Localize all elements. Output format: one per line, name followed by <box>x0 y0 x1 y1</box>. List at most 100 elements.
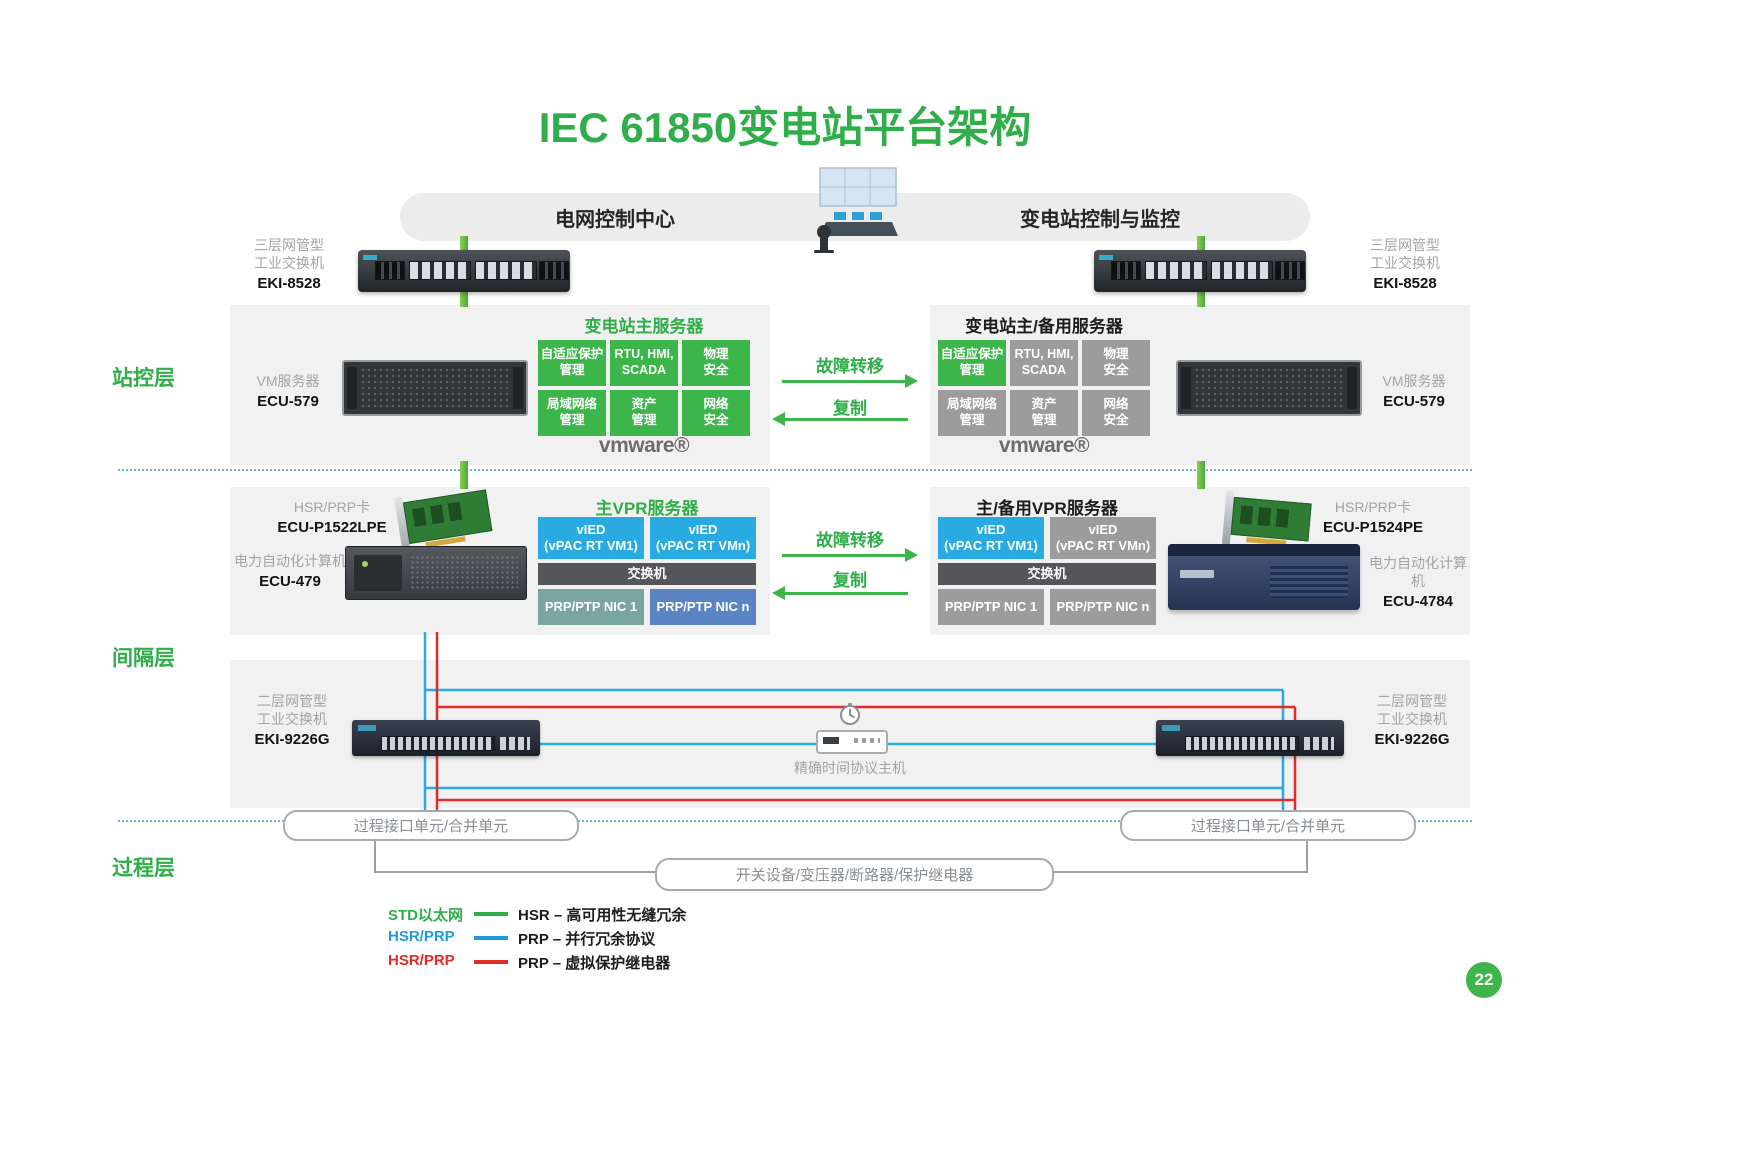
ptp-ports <box>854 738 880 743</box>
nic1-box: PRP/PTP NIC 1 <box>538 589 644 625</box>
grid-cell: 自适应保护 管理 <box>538 340 606 386</box>
server-bezel <box>513 367 523 409</box>
page-title: IEC 61850变电站平台架构 <box>538 104 1032 151</box>
replicate-label: 复制 <box>833 571 867 590</box>
rj45-ports <box>1185 736 1299 751</box>
vm-server-right-label: VM服务器 ECU-579 <box>1364 372 1464 412</box>
failover-label: 故障转移 <box>816 357 884 376</box>
device-desc: HSR/PRP卡 <box>1334 499 1412 515</box>
vied-vm1-box: vIED (vPAC RT VM1) <box>938 517 1044 559</box>
server-grille <box>1194 367 1344 409</box>
vied-vmn-box: vIED (vPAC RT VMn) <box>1050 517 1156 559</box>
green-connector <box>460 236 468 254</box>
ptp-host-image <box>816 730 888 754</box>
power-pc-right-image <box>1168 544 1360 610</box>
device-model: ECU-579 <box>257 393 319 411</box>
device-desc: 二层网管型 <box>1377 693 1447 709</box>
server-led <box>362 561 368 567</box>
vmware-logo: vmware® <box>598 434 690 457</box>
device-model: ECU-P1524PE <box>1322 519 1424 537</box>
l3-switch-right-label: 三层网管型 工业交换机 EKI-8528 <box>1352 236 1458 294</box>
clock-icon <box>840 703 860 725</box>
vm-server-left-image <box>342 360 528 416</box>
l2-switch-left-image <box>352 720 540 756</box>
device-model: ECU-P1522LPE <box>277 519 387 537</box>
grid-control-center-label: 电网控制中心 <box>555 208 675 231</box>
device-desc: VM服务器 <box>256 373 320 389</box>
substation-primary-title: 变电站主服务器 <box>584 317 704 336</box>
sfp-ports <box>375 261 405 280</box>
switch-logo <box>363 255 377 260</box>
process-connector-left <box>374 836 658 873</box>
server-grille <box>410 555 518 591</box>
grid-cell: 物理 安全 <box>682 340 750 386</box>
device-desc: 工业交换机 <box>254 255 324 272</box>
grid-cell: RTU, HMI, SCADA <box>1010 340 1078 386</box>
device-model: ECU-4784 <box>1382 593 1454 611</box>
switch-bar: 交换机 <box>538 563 756 585</box>
legend-term-hsrprp-2: HSR/PRP <box>388 952 455 969</box>
grid-cell: 局域网络 管理 <box>538 390 606 436</box>
l2-switch-left-label: 二层网管型 工业交换机 EKI-9226G <box>240 692 344 750</box>
switch-logo <box>1162 725 1180 731</box>
vpr-primary-title: 主VPR服务器 <box>595 499 699 518</box>
device-desc: 电力自动化计算机 <box>1369 555 1467 590</box>
nicn-box: PRP/PTP NIC n <box>650 589 756 625</box>
device-model: ECU-479 <box>259 573 321 591</box>
grid-cell: RTU, HMI, SCADA <box>610 340 678 386</box>
l3-switch-left-image <box>358 250 570 292</box>
server-bezel <box>1181 367 1191 409</box>
green-connector <box>1197 236 1205 254</box>
rj45-ports <box>1211 261 1273 280</box>
substation-primary-grid: 自适应保护 管理 RTU, HMI, SCADA 物理 安全 局域网络 管理 资… <box>538 340 750 436</box>
ptp-tag <box>823 737 839 744</box>
grid-cell: 自适应保护 管理 <box>938 340 1006 386</box>
nic1-box: PRP/PTP NIC 1 <box>938 589 1044 625</box>
substation-standby-title: 变电站主/备用服务器 <box>965 317 1123 336</box>
server-bezel <box>347 367 357 409</box>
vmware-logo: vmware® <box>998 434 1090 457</box>
grid-cell: 网络 安全 <box>682 390 750 436</box>
grid-cell: 物理 安全 <box>1082 340 1150 386</box>
separator-bay-process <box>118 820 1472 822</box>
process-interface-pill-left: 过程接口单元/合并单元 <box>283 810 579 841</box>
vm-server-left-label: VM服务器 ECU-579 <box>238 372 338 412</box>
separator-station-bay <box>118 469 1472 471</box>
nicn-box: PRP/PTP NIC n <box>1050 589 1156 625</box>
substation-standby-grid: 自适应保护 管理 RTU, HMI, SCADA 物理 安全 局域网络 管理 资… <box>938 340 1150 436</box>
replicate-arrow <box>772 412 908 426</box>
grid-cell: 局域网络 管理 <box>938 390 1006 436</box>
failover-label: 故障转移 <box>816 531 884 550</box>
l3-switch-left-label: 三层网管型 工业交换机 EKI-8528 <box>236 236 342 294</box>
hsr-card-right-image <box>1221 490 1316 552</box>
device-model: EKI-8528 <box>257 275 321 293</box>
failover-arrow <box>782 548 918 562</box>
legend-desc-hsr: HSR – 高可用性无缝冗余 <box>518 907 687 924</box>
failover-arrow <box>782 374 918 388</box>
uplink-ports <box>1304 737 1334 750</box>
legend-desc-prp1: PRP – 并行冗余协议 <box>518 931 656 948</box>
device-model: ECU-579 <box>1383 393 1445 411</box>
vied-vmn-box: vIED (vPAC RT VMn) <box>650 517 756 559</box>
legend-desc-prp2: PRP – 虚拟保护继电器 <box>518 955 671 972</box>
device-desc: 三层网管型 <box>1370 237 1440 253</box>
sfp-ports <box>539 261 569 280</box>
legend-term-std: STD以太网 <box>388 907 464 924</box>
green-connector <box>1197 461 1205 489</box>
sfp-ports <box>1111 261 1141 280</box>
switch-bar: 交换机 <box>938 563 1156 585</box>
sfp-ports <box>1275 261 1305 280</box>
server-grille <box>360 367 510 409</box>
device-model: EKI-9226G <box>254 731 330 749</box>
layer-label-bay: 间隔层 <box>112 647 175 670</box>
legend-line-red <box>474 960 508 964</box>
replicate-label: 复制 <box>833 399 867 418</box>
device-desc: 工业交换机 <box>1370 255 1440 272</box>
device-desc: 电力自动化计算机 <box>234 553 346 569</box>
device-desc: 工业交换机 <box>257 711 327 728</box>
hsr-card-right-label: HSR/PRP卡 ECU-P1524PE <box>1310 498 1436 538</box>
legend-line-blue <box>474 936 508 940</box>
rj45-ports <box>1145 261 1207 280</box>
layer-label-station: 站控层 <box>112 367 175 390</box>
page-number-badge: 22 <box>1466 962 1502 998</box>
